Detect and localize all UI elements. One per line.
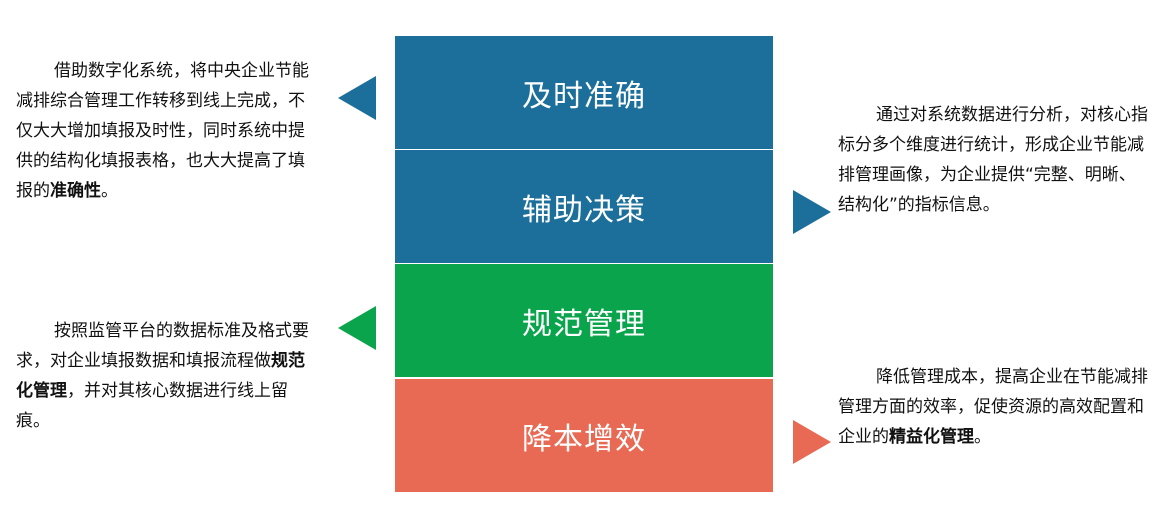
arrow-left-icon [338,306,376,350]
block-decision-support: 辅助决策 [395,150,773,263]
desc-cost-efficiency: 降低管理成本，提高企业在节能减排管理方面的效率，促使资源的高效配置和企业的精益化… [838,362,1148,452]
arrow-right-icon [793,420,831,464]
desc-text: 借助数字化系统，将中央企业节能减排综合管理工作转移到线上完成，不仅大大增加填报及… [16,61,309,201]
block-timely-accurate: 及时准确 [395,36,773,149]
arrow-left-icon [338,76,376,120]
block-cost-efficiency: 降本增效 [395,379,773,492]
block-label: 及时准确 [522,78,646,114]
desc-bold: 精益化管理 [889,427,974,447]
desc-tail: 。 [101,181,118,201]
block-label: 降本增效 [522,421,646,457]
block-label: 辅助决策 [522,192,646,228]
block-standard-management: 规范管理 [395,264,773,377]
desc-timely-accurate: 借助数字化系统，将中央企业节能减排综合管理工作转移到线上完成，不仅大大增加填报及… [16,56,318,206]
desc-text: 通过对系统数据进行分析，对核心指标分多个维度进行统计，形成企业节能减排管理画像，… [838,105,1148,215]
desc-bold: 准确性 [50,181,101,201]
desc-text: 按照监管平台的数据标准及格式要求，对企业填报数据和填报流程做 [16,321,309,371]
desc-standard-management: 按照监管平台的数据标准及格式要求，对企业填报数据和填报流程做规范化管理，并对其核… [16,316,318,436]
desc-bold: 规范化管理 [16,351,305,401]
arrow-right-icon [793,190,831,234]
block-label: 规范管理 [522,306,646,342]
desc-tail: 。 [974,427,991,447]
desc-text: 降低管理成本，提高企业在节能减排管理方面的效率，促使资源的高效配置和企业的 [838,367,1148,447]
desc-decision-support: 通过对系统数据进行分析，对核心指标分多个维度进行统计，形成企业节能减排管理画像，… [838,100,1148,220]
desc-tail: ，并对其核心数据进行线上留痕。 [16,381,288,431]
